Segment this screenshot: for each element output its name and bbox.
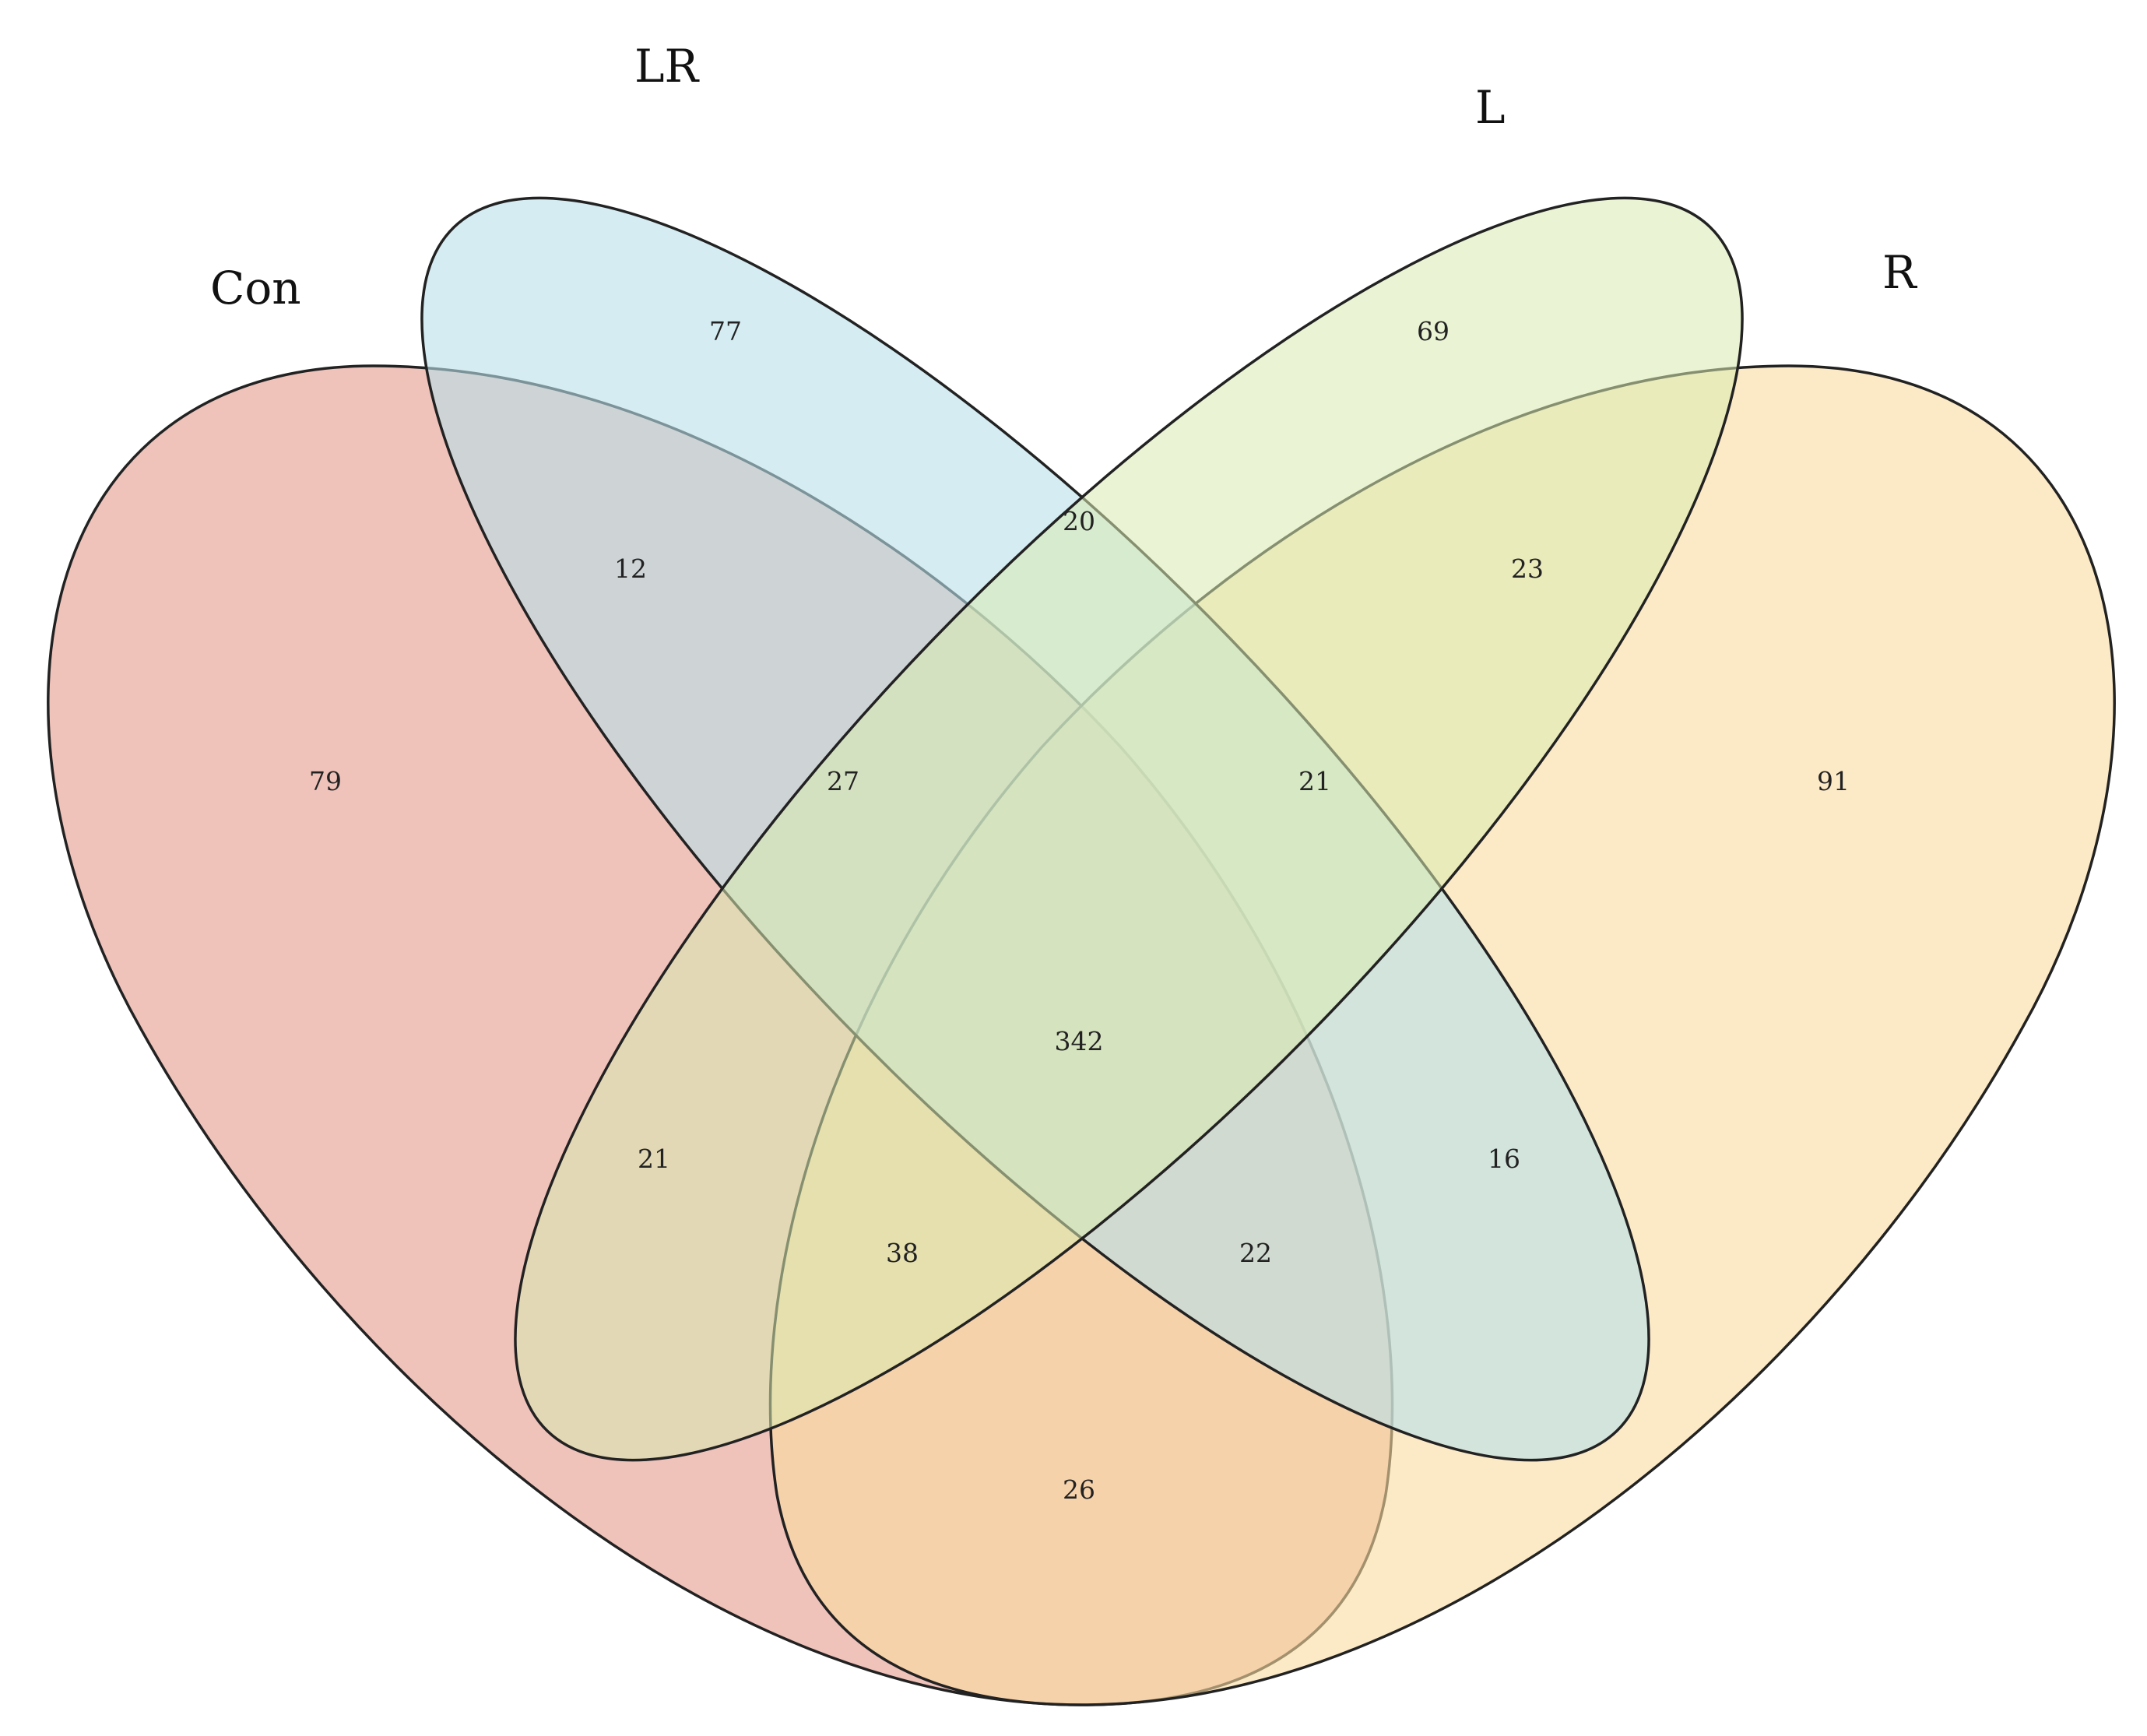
region-con-r: 26: [1063, 1474, 1095, 1505]
region-con-lr-r: 22: [1239, 1238, 1272, 1268]
set-labels: Con LR L R: [210, 40, 1918, 315]
region-lr-only: 77: [709, 316, 742, 346]
region-lr-l: 20: [1063, 506, 1095, 536]
region-lr-l-r: 21: [1298, 766, 1331, 796]
region-con-lr: 12: [614, 553, 647, 584]
region-con-l-r: 38: [886, 1238, 919, 1268]
region-con-l: 21: [638, 1144, 670, 1174]
set-label-con: Con: [210, 262, 301, 315]
set-label-l: L: [1475, 81, 1506, 134]
region-con-lr-l: 27: [827, 766, 859, 796]
region-con-only: 79: [309, 766, 342, 796]
region-all: 342: [1055, 1026, 1104, 1056]
region-l-r: 23: [1511, 553, 1544, 584]
set-shapes: [47, 196, 2116, 1706]
set-label-r: R: [1882, 246, 1918, 299]
region-counts: 79 77 69 91 12 20 23 27 21 342 21 16 38 …: [309, 316, 1850, 1505]
region-lr-r: 16: [1488, 1144, 1520, 1174]
region-l-only: 69: [1417, 316, 1449, 346]
region-r-only: 91: [1817, 766, 1850, 796]
set-label-lr: LR: [634, 40, 701, 93]
set-l-shape: [514, 196, 1744, 1462]
